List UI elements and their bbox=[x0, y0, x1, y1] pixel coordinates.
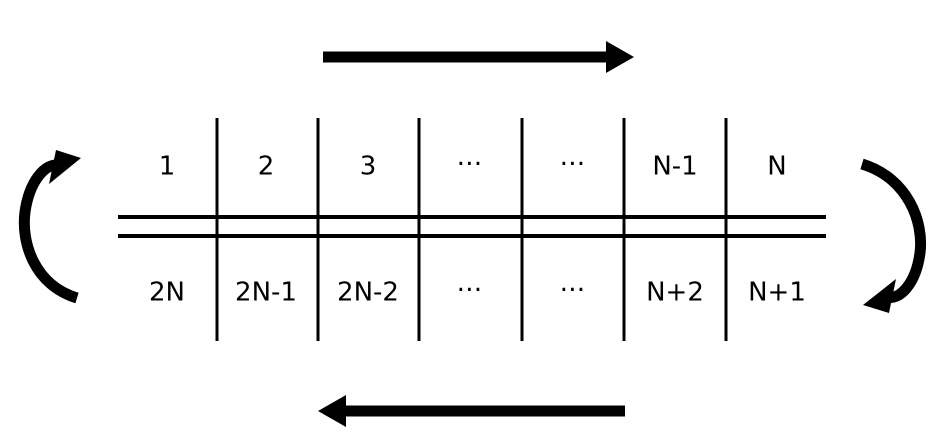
top-cell-n-minus-1: N-1 bbox=[652, 152, 697, 182]
top-right-arrow-head bbox=[606, 41, 634, 73]
top-cell-ellipsis-2: ⋯ bbox=[560, 149, 587, 179]
bottom-cell-ellipsis-1: ⋯ bbox=[457, 275, 484, 305]
bottom-cell-ellipsis-2: ⋯ bbox=[560, 275, 587, 305]
top-cell-n: N bbox=[767, 152, 786, 182]
top-cell-1: 1 bbox=[159, 152, 176, 182]
bottom-cell-n-plus-2: N+2 bbox=[646, 278, 704, 308]
right-wrap-arrow bbox=[860, 158, 927, 313]
bottom-left-arrow-head bbox=[318, 395, 346, 427]
column-dividers bbox=[215, 118, 728, 341]
bottom-cell-n-plus-1: N+1 bbox=[748, 278, 806, 308]
top-cell-ellipsis-1: ⋯ bbox=[457, 149, 484, 179]
top-right-arrow bbox=[323, 41, 634, 73]
right-wrap-arrow-arc bbox=[860, 158, 927, 303]
top-cell-2: 2 bbox=[258, 152, 275, 182]
reverse-row-labels: 2N 2N-1 2N-2 ⋯ ⋯ N+2 N+1 bbox=[149, 275, 806, 308]
left-wrap-arrow-head bbox=[49, 150, 81, 184]
bottom-cell-2n-minus-1: 2N-1 bbox=[235, 278, 297, 308]
center-double-rail bbox=[118, 215, 826, 238]
bottom-left-arrow bbox=[318, 395, 625, 427]
left-wrap-arrow-arc bbox=[18, 159, 79, 304]
bottom-cell-2n-minus-2: 2N-2 bbox=[337, 278, 399, 308]
top-cell-3: 3 bbox=[360, 152, 377, 182]
forward-row-labels: 1 2 3 ⋯ ⋯ N-1 N bbox=[159, 149, 787, 182]
right-wrap-arrow-head bbox=[863, 279, 896, 313]
bottom-cell-2n: 2N bbox=[149, 278, 185, 308]
left-wrap-arrow bbox=[18, 150, 81, 304]
